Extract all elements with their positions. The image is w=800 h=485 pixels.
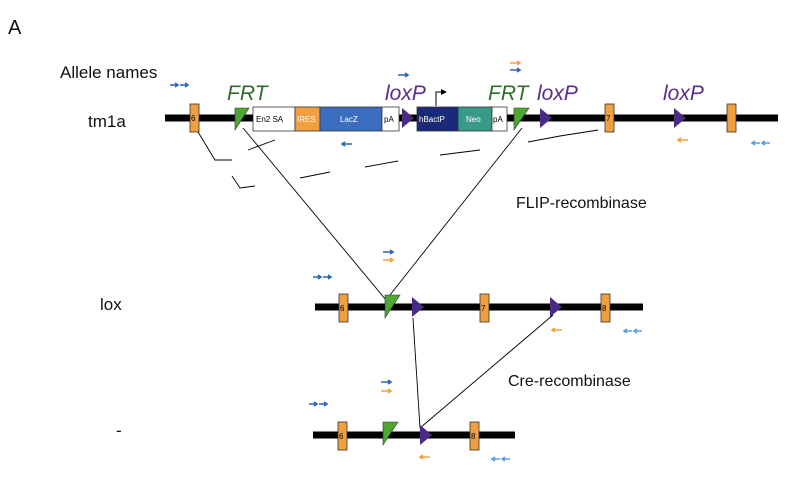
lox-exon-7 — [479, 293, 490, 323]
allele-name-null: - — [116, 421, 122, 440]
cre-line-right — [419, 314, 554, 429]
lox-frt — [384, 294, 401, 320]
primer-reverse-icon — [750, 140, 770, 146]
tm1a-frt-1 — [234, 107, 250, 132]
null-allele: 6 8 — [309, 379, 515, 462]
tm1a-loxp-2-label: loxP — [537, 82, 578, 105]
primer-reverse-icon — [550, 327, 562, 333]
primer-forward-icon — [510, 60, 522, 66]
cassette-lacz-label: LacZ — [340, 115, 358, 124]
flip-line-right — [385, 127, 523, 301]
null-primers — [309, 379, 510, 462]
lox-exon-6-label: 6 — [340, 304, 345, 313]
primer-forward-icon — [381, 379, 393, 385]
cassette-pa-1 — [381, 106, 400, 132]
tm1a-loxp-2 — [540, 108, 552, 128]
lox-exon-8 — [600, 293, 611, 323]
cassette-lacz — [319, 106, 383, 132]
allele-name-lox: lox — [100, 295, 122, 314]
cassette-pa-2 — [491, 106, 508, 132]
primer-forward-icon — [309, 401, 329, 407]
null-loxp — [420, 425, 432, 445]
flip-line-left — [242, 127, 387, 301]
lox-primers — [313, 249, 642, 334]
cre-recombinase-label: Cre-recombinase — [508, 373, 631, 390]
tm1a-frt-2 — [513, 107, 530, 131]
tm1a-exon-6-label: 6 — [191, 114, 196, 123]
cassette-pa-2-label: pA — [493, 115, 503, 124]
primer-forward-icon — [398, 72, 410, 78]
tm1a-exon-6 — [189, 103, 200, 133]
tm1a-dashed-lines — [197, 129, 599, 189]
allele-name-tm1a: tm1a — [88, 112, 126, 131]
primer-reverse-icon — [418, 454, 430, 460]
primer-forward-icon — [381, 388, 393, 394]
lox-exon-8-label: 8 — [602, 304, 607, 313]
tm1a-exon-7-label: 7 — [606, 114, 611, 123]
cassette-neo-label: Neo — [466, 115, 481, 124]
null-exon-6-label: 6 — [339, 432, 344, 441]
primer-forward-icon — [313, 274, 333, 280]
tm1a-primers — [170, 60, 770, 147]
cassette-en2sa — [252, 106, 296, 132]
tm1a-exon-7 — [604, 103, 615, 133]
primer-forward-icon — [510, 67, 522, 73]
tm1a-loxp-1 — [402, 108, 414, 128]
tm1a-loxp-3 — [674, 108, 686, 128]
primer-forward-icon — [383, 249, 395, 255]
lox-loxp-2 — [550, 297, 562, 317]
tm1a-allele: 6 En2 SA IRES LacZ pA hBactP Neo pA 7 — [165, 60, 778, 147]
tm1a-exon-8 — [726, 103, 737, 133]
tm1a-frt-1-label: FRT — [227, 82, 270, 105]
lox-loxp-1 — [412, 297, 424, 317]
allele-names-heading: Allele names — [60, 63, 157, 82]
null-exon-6 — [337, 421, 348, 451]
null-exon-8 — [469, 421, 480, 451]
cassette-hbactp-label: hBactP — [419, 115, 445, 124]
primer-reverse-icon — [676, 137, 688, 143]
promoter-arrow-icon — [435, 89, 447, 106]
lox-allele: 6 7 8 — [313, 249, 643, 334]
flip-recombinase-label: FLIP-recombinase — [516, 195, 647, 212]
null-frt — [382, 421, 399, 447]
primer-forward-icon — [383, 257, 395, 263]
primer-reverse-icon — [340, 141, 352, 147]
cassette-ires-label: IRES — [297, 115, 316, 124]
tm1a-loxp-3-label: loxP — [663, 82, 704, 105]
lox-exon-7-label: 7 — [481, 304, 486, 313]
primer-reverse-icon — [622, 328, 642, 334]
tm1a-frt-2-label: FRT — [488, 82, 531, 105]
cassette-en2sa-label: En2 SA — [256, 115, 284, 124]
lox-exon-6 — [338, 293, 349, 323]
null-exon-8-label: 8 — [471, 432, 476, 441]
cre-line-left — [412, 317, 421, 429]
panel-label: A — [8, 17, 22, 39]
primer-forward-icon — [170, 82, 190, 88]
tm1a-loxp-1-label: loxP — [385, 82, 426, 105]
primer-reverse-icon — [490, 456, 510, 462]
cassette-pa-1-label: pA — [384, 115, 394, 124]
